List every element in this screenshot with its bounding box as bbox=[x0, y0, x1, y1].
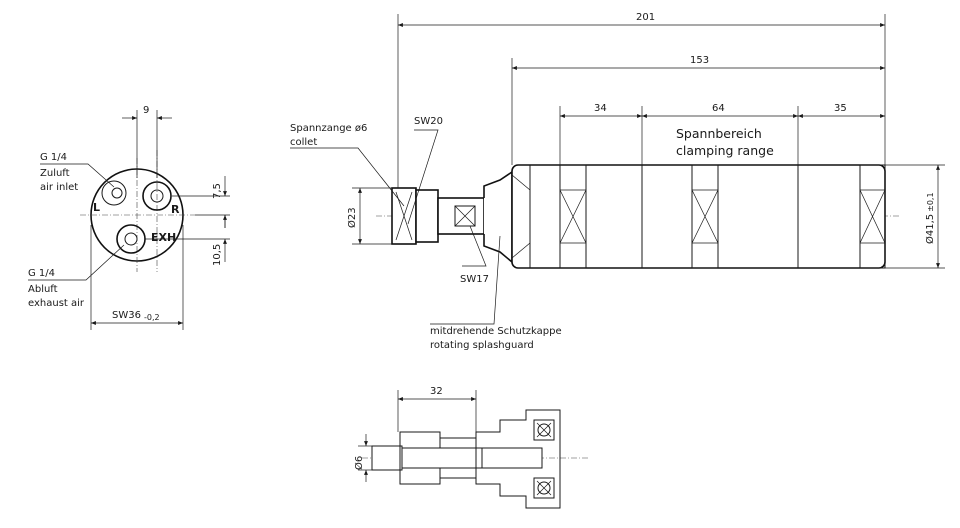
dim-64: 64 bbox=[712, 103, 725, 114]
sw17-flat bbox=[454, 205, 476, 227]
end-view: L R EXH 9 7,5 10,5 SW36-0,2 G 1/4 Zuluft… bbox=[28, 105, 230, 330]
exhaust-label-en: exhaust air bbox=[28, 298, 85, 309]
dim-dia-6: Ø6 bbox=[353, 456, 365, 470]
dim-dia-23: Ø23 bbox=[346, 207, 358, 228]
dim-32: 32 bbox=[430, 386, 443, 397]
port-r-outer bbox=[142, 181, 172, 211]
dim-35: 35 bbox=[834, 103, 847, 114]
exhaust-thread: G 1/4 bbox=[28, 268, 55, 279]
port-exh-inner bbox=[124, 232, 138, 246]
clamp-flat-1 bbox=[559, 164, 587, 269]
mark-r: R bbox=[171, 203, 180, 216]
splash-label-de: mitdrehende Schutzkappe bbox=[430, 326, 562, 337]
dim-sw36: SW36-0,2 bbox=[112, 310, 160, 322]
collet-label-de: Spannzange ø6 bbox=[290, 123, 367, 134]
inlet-thread: G 1/4 bbox=[40, 152, 67, 163]
port-l-outer bbox=[101, 180, 127, 206]
mark-exh: EXH bbox=[151, 231, 176, 244]
dim-7-5: 7,5 bbox=[212, 183, 223, 199]
port-exh-outer bbox=[116, 224, 146, 254]
clamp-label-en: clamping range bbox=[676, 143, 774, 158]
dim-34: 34 bbox=[594, 103, 607, 114]
sw17-label: SW17 bbox=[460, 274, 489, 285]
port-l-inner bbox=[111, 187, 123, 199]
dim-10-5: 10,5 bbox=[212, 244, 223, 266]
dim-201: 201 bbox=[636, 12, 655, 23]
main-body bbox=[511, 164, 886, 269]
shaft bbox=[437, 197, 485, 235]
section-spindle-bore bbox=[481, 447, 543, 469]
side-view: 201 153 34 64 35 Spannbereich clamping r… bbox=[290, 12, 945, 351]
clamp-label-de: Spannbereich bbox=[676, 126, 762, 141]
inlet-label-de: Zuluft bbox=[40, 168, 70, 179]
section-collet-tip bbox=[371, 445, 403, 471]
splash-label-en: rotating splashguard bbox=[430, 340, 534, 351]
dim-dia-41-5: Ø41,5±0,1 bbox=[924, 192, 936, 244]
exhaust-label-de: Abluft bbox=[28, 284, 58, 295]
port-r-inner bbox=[150, 189, 164, 203]
section-housing bbox=[475, 409, 561, 509]
sw20-label: SW20 bbox=[414, 116, 443, 127]
clamp-flat-2 bbox=[691, 164, 719, 269]
sw20-nut bbox=[415, 189, 439, 243]
dim-153: 153 bbox=[690, 55, 709, 66]
collet-label-en: collet bbox=[290, 137, 317, 148]
inlet-label-en: air inlet bbox=[40, 182, 78, 193]
splash-guard bbox=[483, 170, 513, 264]
mark-l: L bbox=[93, 201, 100, 214]
section-view: 32 Ø6 bbox=[353, 386, 590, 509]
section-collet-bore bbox=[401, 447, 483, 469]
dim-9: 9 bbox=[143, 105, 149, 116]
clamp-flat-3 bbox=[859, 164, 886, 269]
